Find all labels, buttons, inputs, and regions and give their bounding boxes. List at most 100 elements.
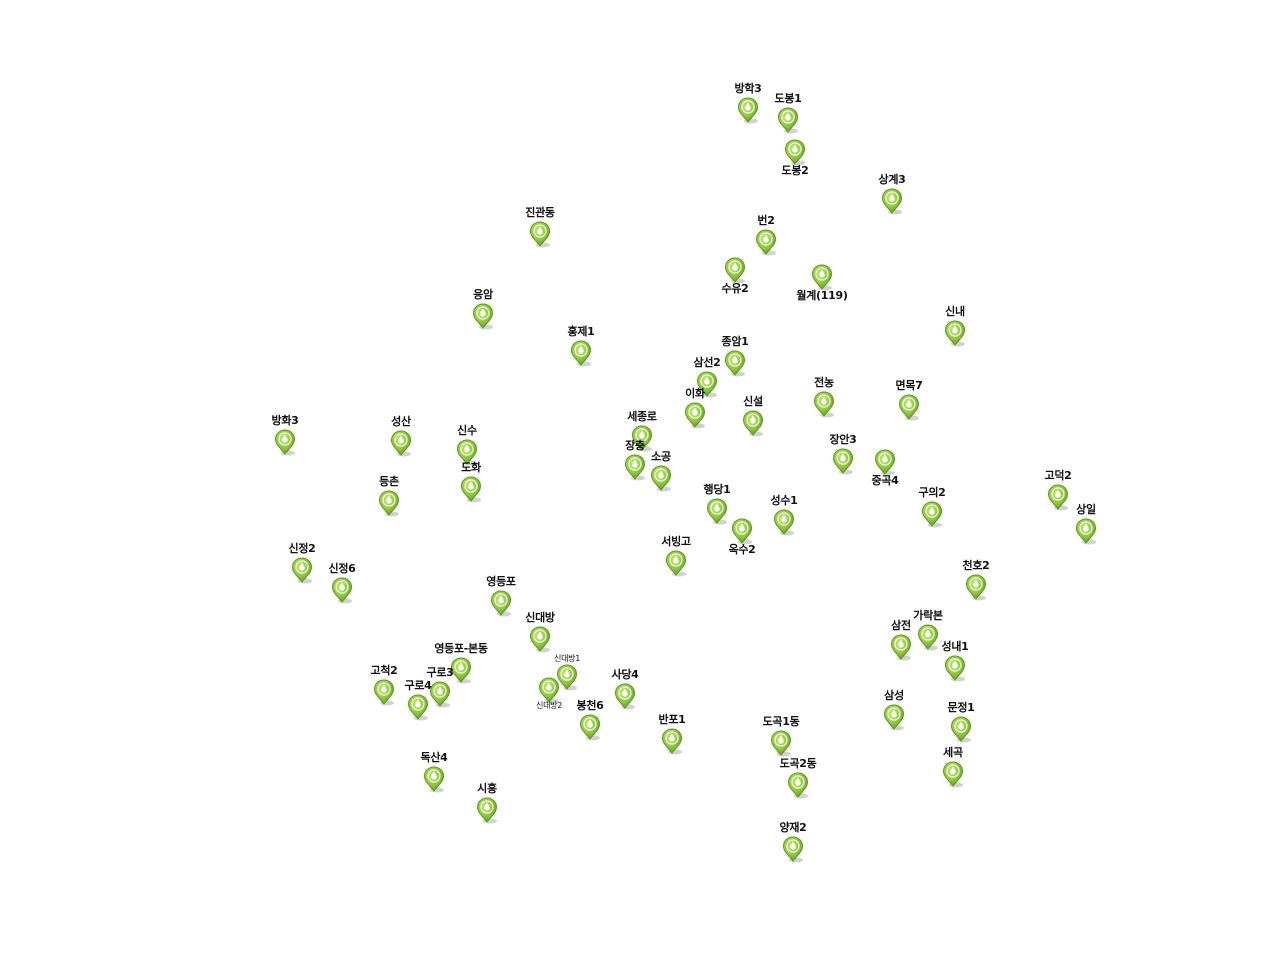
water-drop-pin-icon (661, 728, 683, 755)
station-marker[interactable]: 도봉2 (782, 139, 809, 177)
station-marker[interactable]: 신정6 (329, 563, 356, 604)
station-label: 도봉1 (774, 92, 802, 105)
water-drop-pin-icon (742, 410, 764, 437)
station-marker[interactable]: 삼성 (883, 690, 904, 731)
station-marker[interactable]: 홍제1 (568, 326, 595, 367)
station-marker[interactable]: 이화 (684, 388, 705, 429)
station-marker[interactable]: 세종로 (627, 411, 657, 452)
station-marker[interactable]: 양재2 (780, 822, 807, 863)
water-drop-pin-icon (881, 188, 903, 215)
water-drop-pin-icon (423, 766, 445, 793)
water-drop-pin-icon (472, 303, 494, 330)
station-marker[interactable]: 월계(119) (796, 264, 848, 302)
station-marker[interactable]: 신내 (944, 306, 965, 347)
station-label: 세곡 (943, 746, 963, 759)
station-marker[interactable]: 고덕2 (1045, 470, 1072, 511)
station-label: 상일 (1076, 503, 1096, 516)
station-marker[interactable]: 신설 (742, 396, 763, 437)
station-marker[interactable]: 구로4 (405, 680, 432, 721)
water-drop-pin-icon (665, 550, 687, 577)
station-marker[interactable]: 도화 (460, 462, 481, 503)
station-marker[interactable]: 사당4 (612, 669, 639, 710)
water-drop-pin-icon (737, 97, 759, 124)
station-marker[interactable]: 영등포-본동 (434, 643, 488, 684)
water-drop-pin-icon (770, 730, 792, 757)
station-marker[interactable]: 세곡 (942, 747, 963, 788)
station-marker[interactable]: 삼전 (890, 620, 911, 661)
station-marker[interactable]: 도봉1 (775, 93, 802, 134)
water-drop-pin-icon (460, 476, 482, 503)
station-label: 응암 (473, 288, 493, 301)
water-drop-pin-icon (684, 402, 706, 429)
station-marker[interactable]: 구의2 (919, 487, 946, 528)
station-marker[interactable]: 신수 (456, 425, 477, 466)
station-marker[interactable]: 장안3 (830, 434, 857, 475)
station-label: 문정1 (947, 701, 975, 714)
station-marker[interactable]: 응암 (472, 289, 493, 330)
station-marker[interactable]: 구로3 (427, 667, 454, 708)
water-drop-pin-icon (696, 371, 718, 398)
water-drop-pin-icon (624, 454, 646, 481)
water-drop-pin-icon (813, 391, 835, 418)
station-marker[interactable]: 전농 (813, 377, 834, 418)
station-label: 독산4 (420, 751, 448, 764)
station-marker[interactable]: 면목7 (896, 380, 923, 421)
station-marker[interactable]: 삼선2 (694, 357, 721, 398)
station-marker[interactable]: 종암1 (722, 336, 749, 377)
station-marker[interactable]: 시흥 (476, 783, 497, 824)
station-marker[interactable]: 영등포 (486, 576, 516, 617)
station-label: 양재2 (779, 821, 807, 834)
water-drop-pin-icon (832, 448, 854, 475)
station-marker[interactable]: 번2 (755, 215, 777, 256)
station-marker[interactable]: 소공 (650, 451, 671, 492)
station-marker[interactable]: 문정1 (948, 702, 975, 743)
station-label: 영등포-본동 (434, 642, 488, 655)
station-marker[interactable]: 옥수2 (729, 518, 756, 556)
station-marker[interactable]: 장충 (624, 440, 645, 481)
station-label: 구로3 (426, 666, 454, 679)
station-marker[interactable]: 천호2 (963, 560, 990, 601)
station-marker[interactable]: 가락본 (913, 610, 943, 651)
water-drop-pin-icon (787, 772, 809, 799)
station-label: 행당1 (703, 483, 731, 496)
station-marker[interactable]: 행당1 (704, 484, 731, 525)
station-marker[interactable]: 신대방1 (554, 654, 580, 691)
station-marker[interactable]: 등촌 (378, 476, 399, 517)
station-marker[interactable]: 진관동 (525, 207, 555, 248)
station-marker[interactable]: 수유2 (722, 257, 749, 295)
station-marker[interactable]: 신정2 (289, 543, 316, 584)
water-drop-pin-icon (921, 501, 943, 528)
station-marker[interactable]: 독산4 (421, 752, 448, 793)
water-drop-pin-icon (782, 836, 804, 863)
water-drop-pin-icon (570, 340, 592, 367)
station-marker[interactable]: 신대방2 (536, 677, 562, 710)
station-marker[interactable]: 반포1 (659, 714, 686, 755)
station-label: 홍제1 (567, 325, 595, 338)
station-marker[interactable]: 상계3 (879, 174, 906, 215)
station-marker[interactable]: 신대방 (525, 612, 555, 653)
water-drop-pin-icon (490, 590, 512, 617)
station-label: 시흥 (477, 782, 497, 795)
station-label: 전농 (814, 376, 834, 389)
station-label: 방학3 (734, 82, 762, 95)
station-marker[interactable]: 도곡2동 (780, 758, 817, 799)
water-drop-pin-icon (917, 624, 939, 651)
station-marker[interactable]: 성수1 (771, 495, 798, 536)
station-label: 장안3 (829, 433, 857, 446)
station-marker[interactable]: 방학3 (735, 83, 762, 124)
station-marker[interactable]: 상일 (1075, 504, 1096, 545)
water-drop-pin-icon (773, 509, 795, 536)
station-marker[interactable]: 성산 (390, 416, 411, 457)
station-marker[interactable]: 서빙고 (661, 536, 691, 577)
station-marker[interactable]: 중곡4 (872, 449, 899, 487)
water-drop-pin-icon (883, 704, 905, 731)
station-label: 신수 (457, 424, 477, 437)
station-marker[interactable]: 고척2 (371, 665, 398, 706)
water-drop-pin-icon (538, 677, 560, 704)
station-marker[interactable]: 봉천6 (577, 700, 604, 741)
station-marker[interactable]: 방화3 (272, 415, 299, 456)
station-marker[interactable]: 도곡1동 (763, 716, 800, 757)
station-marker[interactable]: 성내1 (942, 641, 969, 682)
station-label: 소공 (651, 450, 671, 463)
station-label: 삼선2 (693, 356, 721, 369)
